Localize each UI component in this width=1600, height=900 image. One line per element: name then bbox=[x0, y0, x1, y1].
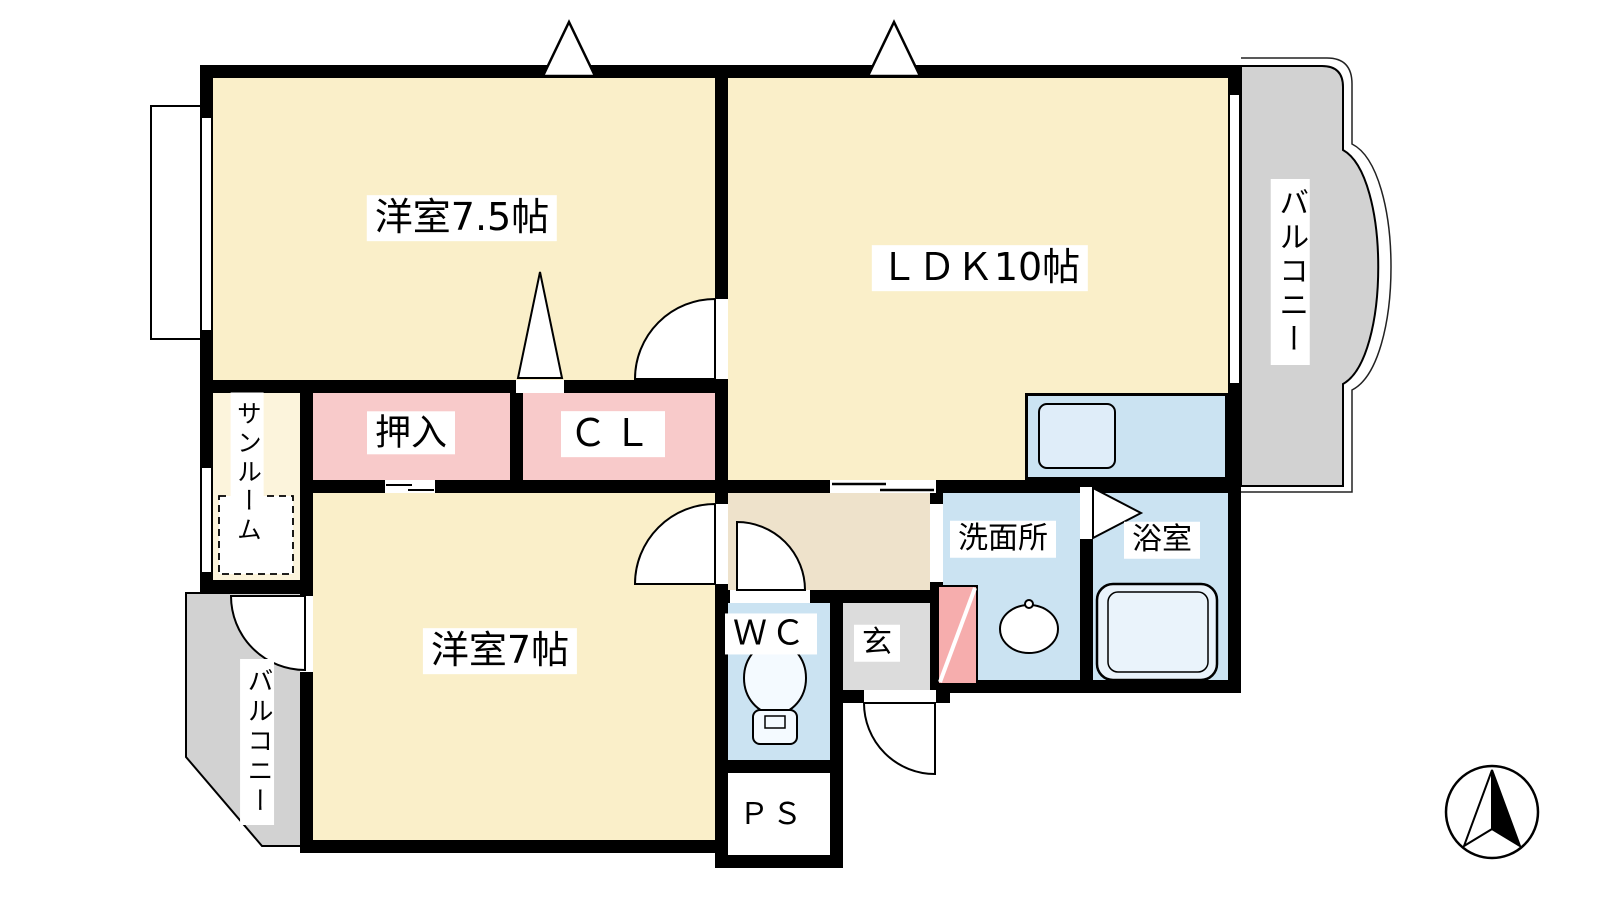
label-entrance: 玄 bbox=[854, 624, 900, 662]
label-bathroom: 浴室 bbox=[1124, 521, 1200, 559]
window-bay bbox=[200, 118, 213, 330]
room-bathroom bbox=[1080, 480, 1241, 693]
bay-window bbox=[150, 105, 205, 340]
doorway-bedroom75 bbox=[715, 299, 728, 379]
label-bedroom-7: 洋室7帖 bbox=[422, 628, 578, 674]
doorway-ldk-hall bbox=[830, 480, 936, 493]
label-ldk: ＬＤＫ10帖 bbox=[871, 245, 1089, 291]
kitchen-counter bbox=[1025, 393, 1228, 480]
doorway-closet-cl bbox=[516, 380, 564, 393]
doorway-entrance bbox=[864, 690, 936, 703]
entrance-door bbox=[937, 585, 978, 685]
doorway-washroom bbox=[930, 504, 943, 582]
window-ldk-balcony bbox=[1228, 95, 1241, 383]
label-sunroom: サンルーム bbox=[230, 392, 264, 554]
window-sunroom bbox=[200, 468, 213, 572]
label-pipe-space: ＰＳ bbox=[731, 796, 813, 834]
hallway bbox=[715, 480, 943, 603]
label-closet-cl: ＣＬ bbox=[560, 411, 666, 457]
doorway-bathroom bbox=[1080, 487, 1093, 539]
label-oshiire: 押入 bbox=[366, 411, 456, 455]
label-bedroom-75: 洋室7.5帖 bbox=[366, 195, 558, 241]
label-balcony-left: バルコニー bbox=[240, 659, 274, 825]
balcony-right-railing bbox=[1241, 57, 1392, 493]
doorway-bedroom7 bbox=[715, 504, 728, 584]
label-wc: ＷＣ bbox=[725, 613, 817, 655]
balcony-right bbox=[1240, 65, 1380, 487]
doorway-oshiire bbox=[385, 480, 435, 493]
doorway-wc bbox=[730, 590, 810, 603]
label-balcony-right: バルコニー bbox=[1270, 179, 1310, 365]
label-washroom: 洗面所 bbox=[950, 520, 1056, 558]
doorway-balcony-left bbox=[300, 596, 313, 672]
